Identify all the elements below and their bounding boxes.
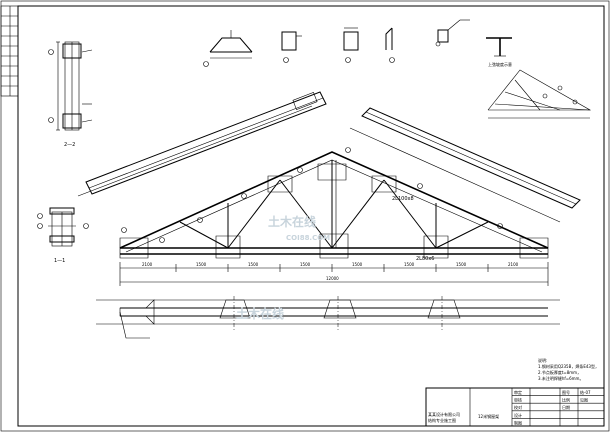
company-line-2: 结构专业施工图 <box>428 417 456 423</box>
dim-7: 1500 <box>456 262 467 267</box>
watermark-sub: COI88.COM <box>286 234 330 242</box>
tb-r0-c4: 结-07 <box>580 389 591 395</box>
watermark-main: 土木在线 <box>268 214 316 229</box>
notes-line-2: 2.节点板厚度t=8mm， <box>538 369 581 375</box>
truss-dimension-line: 2100 1500 1500 1500 1500 1500 1500 2100 … <box>119 262 549 286</box>
dim-5: 1500 <box>352 262 363 267</box>
dim-2: 1500 <box>196 262 207 267</box>
dim-span: 12000 <box>326 276 339 281</box>
i-section-detail <box>486 37 512 57</box>
tb-r1-c0: 审核 <box>514 397 522 403</box>
slope-diagram-label: 上弦坡度示意 <box>488 61 512 67</box>
dim-6: 1500 <box>404 262 415 267</box>
notes-line-3: 3.未注明焊缝hf=6mm。 <box>538 375 583 381</box>
notes-line-1: 1.钢材采用Q235B，焊条E43型， <box>538 363 599 369</box>
company-line-1: 某某设计有限公司 <box>428 411 460 417</box>
main-truss-elevation[interactable]: 2L100x8 2L80x6 <box>119 147 549 263</box>
tb-r1-c4: 见图 <box>580 397 588 403</box>
bottom-chord-plan <box>96 296 560 339</box>
dim-1: 2100 <box>142 262 153 267</box>
dim-8: 2100 <box>508 262 519 267</box>
notes-title: 说明: <box>538 357 547 363</box>
tb-r1-c3: 比例 <box>562 397 570 403</box>
notes-block: 说明: 1.钢材采用Q235B，焊条E43型， 2.节点板厚度t=8mm， 3.… <box>538 357 599 381</box>
top-chord-label: 2L100x8 <box>392 196 414 202</box>
tb-r2-c3: 日期 <box>562 404 570 410</box>
section-2-2-label: 2—2 <box>64 142 75 148</box>
dim-4: 1500 <box>300 262 311 267</box>
plate-detail-1 <box>281 31 302 63</box>
section-2-2-detail: 2—2 <box>48 41 93 148</box>
section-1-1-label: 1—1 <box>54 258 65 264</box>
gusset-plate-detail <box>203 30 253 67</box>
inner-border <box>17 5 605 427</box>
left-title-strip <box>0 5 19 97</box>
section-1-1-detail: 1—1 <box>37 207 89 264</box>
plate-detail-2 <box>343 27 359 63</box>
watermark-bottom: 土木在线 <box>236 306 284 321</box>
bolt-detail <box>435 19 470 47</box>
bottom-chord-label: 2L80x6 <box>416 256 434 262</box>
plate-detail-3 <box>385 27 395 63</box>
right-chord-elevation <box>349 107 581 223</box>
slope-diagram: 上弦坡度示意 <box>487 61 592 119</box>
dim-3: 1500 <box>248 262 259 267</box>
tb-r0-c3: 图号 <box>562 389 570 395</box>
tb-r3-c0: 设计 <box>514 412 522 418</box>
tb-r4-c0: 制图 <box>514 419 522 425</box>
title-block: 某某设计有限公司 结构专业施工图 12米钢屋架 审定 图号 结-07 审核 比例… <box>425 387 605 427</box>
tb-r2-c0: 校对 <box>514 404 522 410</box>
left-chord-elevation <box>77 91 327 197</box>
tb-r0-c0: 审定 <box>514 389 522 395</box>
drawing-title: 12米钢屋架 <box>478 413 499 419</box>
